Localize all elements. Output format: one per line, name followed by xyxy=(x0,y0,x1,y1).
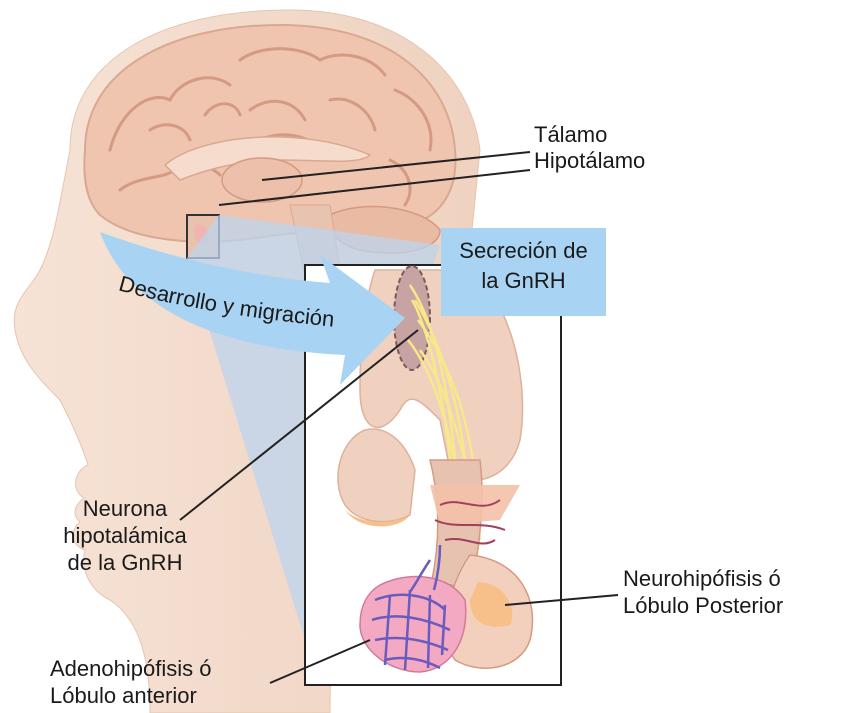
talamo-label: Tálamo xyxy=(534,121,607,148)
gnrh-secretion-line2: la GnRH xyxy=(441,266,606,296)
neurona-line3: de la GnRH xyxy=(60,549,190,576)
neurohipofisis-line2: Lóbulo Posterior xyxy=(623,592,783,619)
neurona-line2: hipotalámica xyxy=(60,522,190,549)
adenohipofisis-line1: Adenohipófisis ó xyxy=(50,655,211,682)
gnrh-secretion-line1: Secreción de xyxy=(441,236,606,266)
neurona-line1: Neurona xyxy=(60,495,190,522)
adenohipofisis-line2: Lóbulo anterior xyxy=(50,682,211,709)
neurohipofisis-line1: Neurohipófisis ó xyxy=(623,565,783,592)
hipotalamo-label: Hipotálamo xyxy=(534,147,645,174)
neurona-label: Neurona hipotalámica de la GnRH xyxy=(60,495,190,576)
adenohipofisis-label: Adenohipófisis ó Lóbulo anterior xyxy=(50,655,211,709)
gnrh-secretion-label: Secreción de la GnRH xyxy=(441,236,606,296)
neurohipofisis-label: Neurohipófisis ó Lóbulo Posterior xyxy=(623,565,783,619)
